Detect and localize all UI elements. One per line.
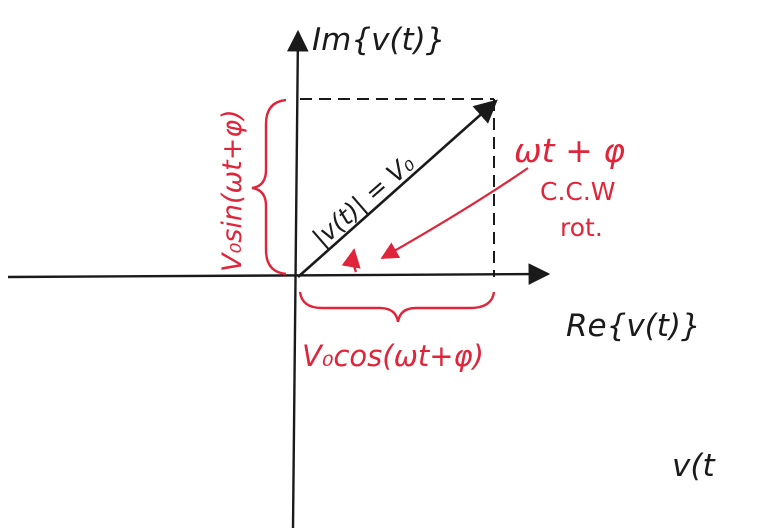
imag-axis-line [287,29,309,529]
rotation-label-line2: rot. [560,213,603,242]
real-axis-label: Re{v(t)} [566,308,701,344]
phasor-vector [297,99,498,278]
imag-component-brace [251,98,287,276]
rotation-pointer-arrow [380,167,529,259]
real-component-label: V₀cos(ωt+φ) [302,339,484,373]
cutoff-expression: v(t [672,448,716,484]
angle-label: ωt + φ [514,131,625,170]
rotation-label-line1: C.C.W [540,177,616,206]
imag-axis-label: Im{v(t)} [312,22,445,58]
angle-arc-arrow [341,248,361,273]
real-axis-line [7,263,551,285]
magnitude-label: |v(t)| = V₀ [307,149,420,253]
real-component-brace [298,291,496,323]
imag-component-label: V₀sin(ωt+φ) [217,109,248,272]
